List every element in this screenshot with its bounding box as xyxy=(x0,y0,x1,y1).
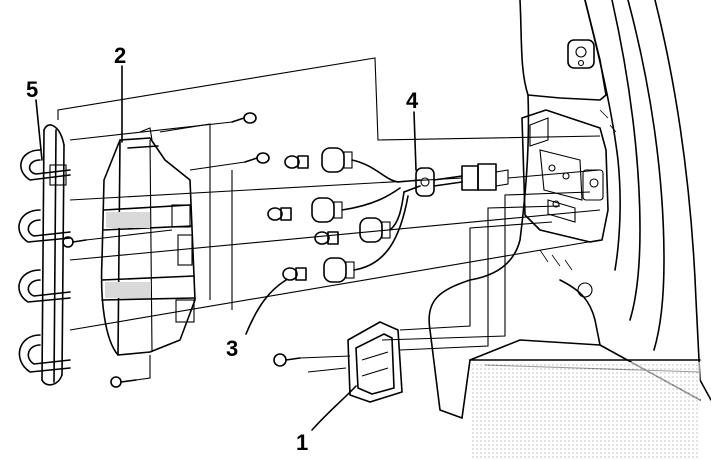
screw-left-mid xyxy=(62,236,87,248)
leader-4 xyxy=(413,111,417,171)
item-3-bulbs xyxy=(267,155,339,281)
leader-3 xyxy=(245,279,287,335)
callout-2: 2 xyxy=(114,43,126,68)
screw-top xyxy=(231,112,257,124)
leader-5 xyxy=(35,99,43,161)
bulb-4 xyxy=(282,267,307,281)
item-5-lamp-guard xyxy=(18,124,71,386)
grommet xyxy=(415,167,435,197)
leader-1 xyxy=(311,385,357,431)
callout-4: 4 xyxy=(406,88,419,113)
item-4-wire-harness xyxy=(311,147,509,283)
housing-screws xyxy=(62,112,270,388)
bulb-1 xyxy=(284,155,309,169)
vehicle-body-panel xyxy=(428,0,711,460)
callout-3: 3 xyxy=(226,336,238,361)
item-2-lamp-housing xyxy=(100,127,196,356)
bracket-screw xyxy=(273,353,301,367)
bulb-3 xyxy=(314,231,339,245)
callout-5: 5 xyxy=(26,77,38,102)
callout-1: 1 xyxy=(296,430,308,455)
bulb-2 xyxy=(267,207,292,221)
socket-2 xyxy=(311,197,343,223)
harness-connector xyxy=(461,163,509,191)
item-1-bracket xyxy=(273,321,403,403)
socket-1 xyxy=(321,147,353,173)
screw-bottom xyxy=(110,376,137,388)
assembly-guide-lines xyxy=(57,57,601,381)
callout-leaders xyxy=(35,65,417,431)
screw-upper xyxy=(244,152,270,164)
socket-4 xyxy=(323,257,355,283)
